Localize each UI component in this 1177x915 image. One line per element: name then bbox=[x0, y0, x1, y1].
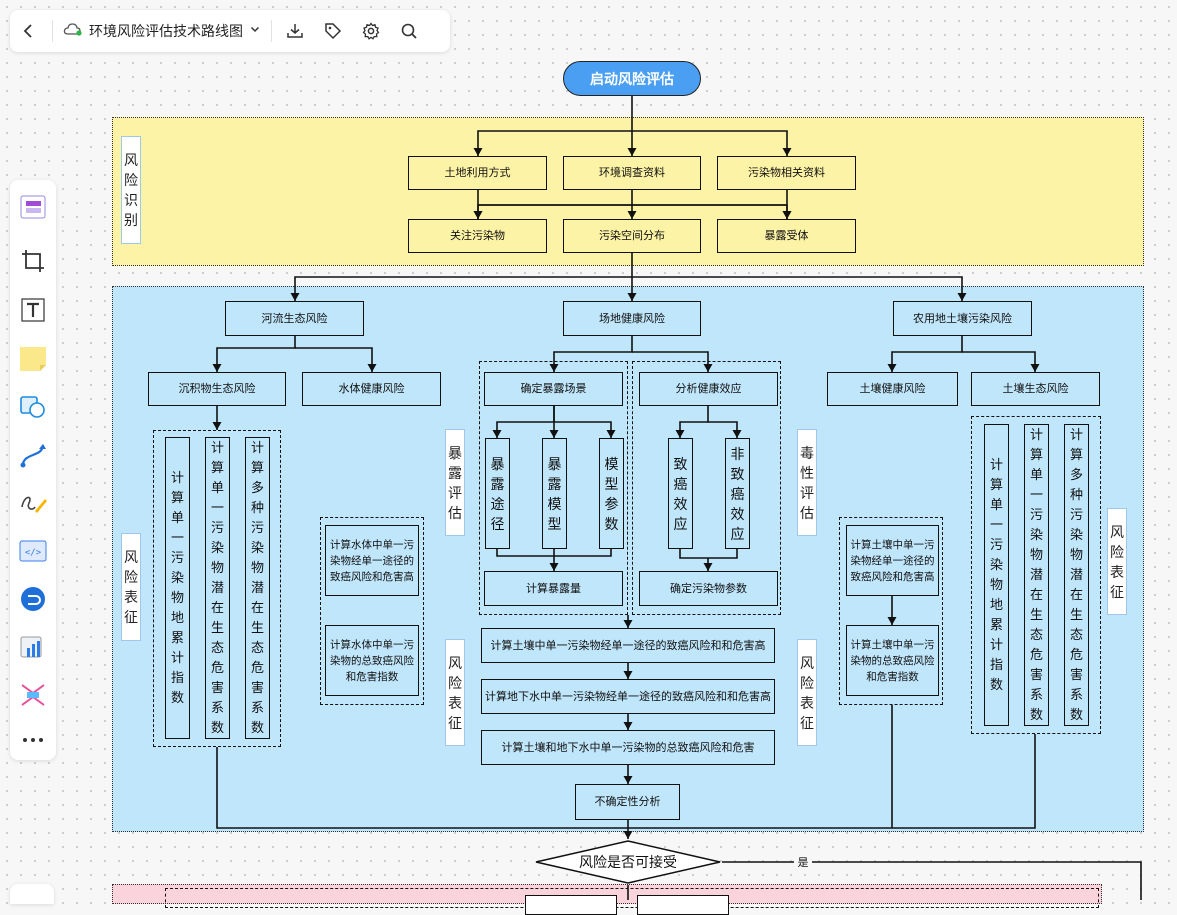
river-accum-index-box[interactable]: 计算单一污染物地累计指数 bbox=[165, 437, 190, 739]
risk-characterization-label-mid-right: 风险表征 bbox=[797, 639, 817, 746]
risk-identification-region bbox=[112, 117, 1144, 266]
exposure-scenario-box[interactable]: 确定暴露场景 bbox=[484, 372, 623, 406]
risk-assessment-region bbox=[112, 286, 1144, 832]
pollutant-info-box[interactable]: 污染物相关资料 bbox=[717, 156, 856, 190]
chevron-down-icon[interactable] bbox=[249, 22, 261, 40]
bottom-box-left[interactable] bbox=[525, 895, 617, 915]
farmland-soil-risk-box[interactable]: 农用地土壤污染风险 bbox=[893, 301, 1032, 336]
env-survey-box[interactable]: 环境调查资料 bbox=[563, 156, 701, 190]
tag-icon[interactable] bbox=[314, 10, 352, 52]
exposure-amount-box[interactable]: 计算暴露量 bbox=[484, 571, 623, 606]
water-health-risk-box[interactable]: 水体健康风险 bbox=[302, 372, 441, 406]
decision-label: 风险是否可接受 bbox=[579, 854, 677, 870]
soil-health-risk-box[interactable]: 土壤健康风险 bbox=[827, 372, 958, 406]
health-effect-box[interactable]: 分析健康效应 bbox=[639, 372, 778, 406]
exposure-model-box[interactable]: 暴露模型 bbox=[542, 438, 567, 549]
river-multi-eco-box[interactable]: 计算多种污染物潜在生态危害系数 bbox=[245, 437, 270, 739]
soil-multi-eco-box[interactable]: 计算多种污染物潜在生态危害系数 bbox=[1064, 424, 1089, 726]
river-water-group bbox=[320, 517, 424, 705]
zoom-panel[interactable] bbox=[10, 884, 54, 904]
site-health-risk-box[interactable]: 场地健康风险 bbox=[563, 301, 701, 336]
river-single-eco-box[interactable]: 计算单一污染物潜在生态危害系数 bbox=[205, 437, 230, 739]
concern-pollutant-box[interactable]: 关注污染物 bbox=[408, 219, 547, 253]
model-params-box[interactable]: 模型参数 bbox=[599, 438, 624, 549]
toxicity-group bbox=[632, 361, 781, 615]
noncarcinogenic-effect-box[interactable]: 非致癌效应 bbox=[725, 438, 750, 549]
total-risk-calc-box[interactable]: 计算土壤和地下水中单一污染物的总致癌风险和危害 bbox=[481, 730, 775, 765]
soil-total-risk-box[interactable]: 计算土壤中单一污染物的总致癌风险和危害指数 bbox=[846, 625, 939, 696]
download-icon[interactable] bbox=[276, 10, 314, 52]
soil-single-path-box[interactable]: 计算土壤中单一污染物经单一途径的致癌风险和危害高 bbox=[846, 525, 939, 596]
soil-accum-index-box[interactable]: 计算单一污染物地累计指数 bbox=[984, 424, 1009, 726]
code-block-icon[interactable]: </> bbox=[18, 536, 48, 566]
mindmap-icon[interactable] bbox=[18, 584, 48, 614]
risk-characterization-label-left: 风险表征 bbox=[121, 533, 141, 641]
more-tools-icon[interactable] bbox=[18, 725, 48, 755]
sticky-note-icon[interactable] bbox=[18, 344, 48, 374]
soil-single-path-calc-box[interactable]: 计算土壤中单一污染物经单一途径的致癌风险和和危害高 bbox=[481, 628, 775, 663]
shape-tool-icon[interactable] bbox=[18, 392, 48, 422]
settings-gear-icon[interactable] bbox=[352, 10, 390, 52]
soil-health-group bbox=[839, 517, 943, 705]
carcinogenic-effect-box[interactable]: 致癌效应 bbox=[668, 438, 693, 549]
spatial-distribution-box[interactable]: 污染空间分布 bbox=[563, 219, 701, 253]
exposure-path-box[interactable]: 暴露途径 bbox=[485, 438, 510, 549]
document-title-menu[interactable]: 环境风险评估技术路线图 bbox=[57, 21, 267, 42]
search-icon[interactable] bbox=[390, 10, 428, 52]
exposure-receptor-box[interactable]: 暴露受体 bbox=[717, 219, 856, 253]
water-total-risk-box[interactable]: 计算水体中单一污染物的总致癌风险和危害指数 bbox=[325, 625, 419, 696]
top-toolbar: 环境风险评估技术路线图 bbox=[10, 10, 450, 52]
river-eco-risk-box[interactable]: 河流生态风险 bbox=[225, 301, 364, 336]
back-icon[interactable] bbox=[10, 10, 48, 52]
toxicity-evaluation-label: 毒性评估 bbox=[797, 429, 817, 536]
chart-insert-icon[interactable] bbox=[18, 632, 48, 662]
pollutant-params-box[interactable]: 确定污染物参数 bbox=[639, 571, 778, 606]
exposure-evaluation-label: 暴露评估 bbox=[445, 429, 465, 536]
soil-eco-group bbox=[971, 416, 1101, 734]
river-sediment-group bbox=[153, 430, 281, 747]
water-single-path-box[interactable]: 计算水体中单一污染物经单一途径的致癌风险和危害高 bbox=[325, 525, 419, 596]
groundwater-single-path-calc-box[interactable]: 计算地下水中单一污染物经单一途径的致癌风险和和危害高 bbox=[481, 679, 775, 714]
land-use-box[interactable]: 土地利用方式 bbox=[408, 156, 547, 190]
risk-characterization-label-right: 风险表征 bbox=[1107, 508, 1127, 615]
pen-draw-icon[interactable] bbox=[18, 488, 48, 518]
svg-text:</>: </> bbox=[25, 548, 42, 558]
cloud-saved-icon bbox=[63, 21, 83, 42]
yes-label: 是 bbox=[794, 854, 812, 870]
connector-tool-icon[interactable] bbox=[18, 440, 48, 470]
toolbar-divider bbox=[271, 20, 272, 42]
frame-template-icon[interactable] bbox=[18, 192, 48, 222]
start-node[interactable]: 启动风险评估 bbox=[563, 61, 701, 96]
left-toolbar: </> bbox=[10, 180, 56, 760]
template-layout-icon[interactable] bbox=[18, 680, 48, 710]
decision-diamond-shape[interactable] bbox=[534, 839, 722, 885]
uncertainty-analysis-box[interactable]: 不确定性分析 bbox=[575, 784, 680, 820]
risk-identification-label: 风险识别 bbox=[121, 136, 141, 244]
text-tool-icon[interactable] bbox=[18, 295, 48, 325]
risk-characterization-label-mid-left: 风险表征 bbox=[445, 639, 465, 746]
document-title[interactable]: 环境风险评估技术路线图 bbox=[89, 23, 243, 39]
soil-eco-risk-box[interactable]: 土壤生态风险 bbox=[971, 372, 1100, 406]
bottom-box-right[interactable] bbox=[637, 895, 729, 915]
toolbar-divider bbox=[52, 20, 53, 42]
crop-frame-icon[interactable] bbox=[18, 246, 48, 276]
sediment-eco-risk-box[interactable]: 沉积物生态风险 bbox=[148, 372, 286, 406]
soil-single-eco-box[interactable]: 计算单一污染物潜在生态危害系数 bbox=[1024, 424, 1049, 726]
